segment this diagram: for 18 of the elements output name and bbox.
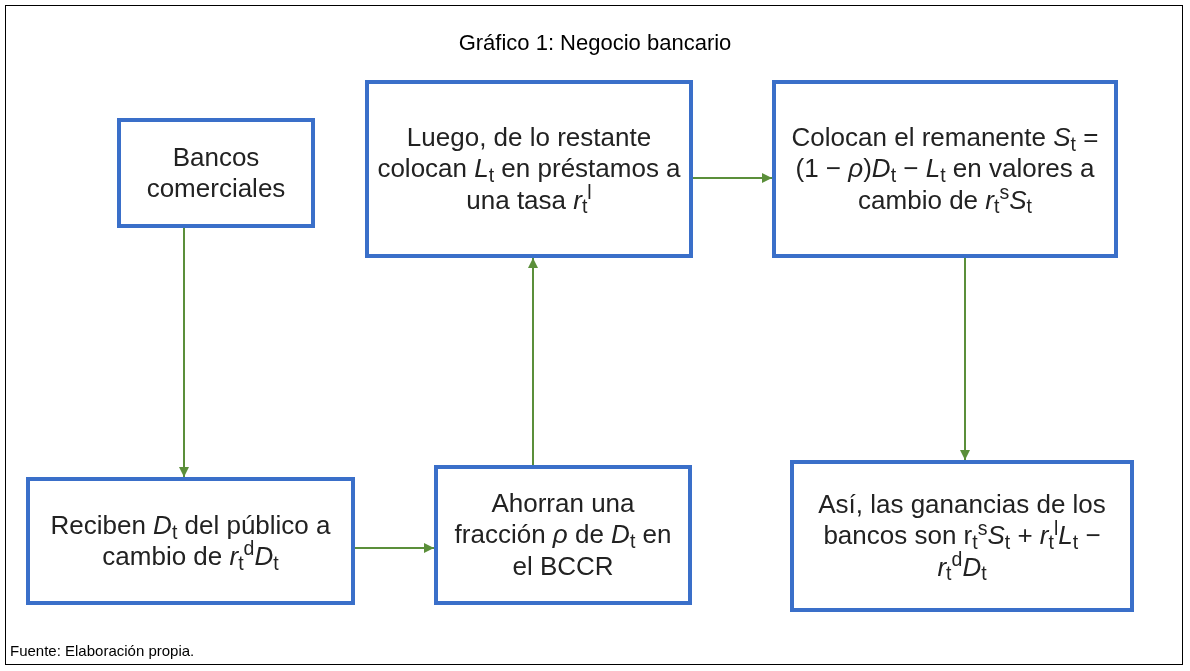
- process-box: [772, 80, 1118, 258]
- source-note: Fuente: Elaboración propia.: [10, 641, 195, 661]
- arrow: [528, 257, 538, 466]
- arrow: [354, 543, 435, 553]
- figure-title: Gráfico 1: Negocio bancario: [457, 29, 733, 57]
- box-text: Reciben D$_{t}$ del público a cambio de r$_{t}$$^{d}$D$_{t}$: [49, 509, 332, 573]
- process-box: [434, 465, 692, 605]
- arrow: [960, 257, 970, 461]
- process-box: [117, 118, 315, 228]
- box-text: Colocan el remanente S$_{t}$ = (1 − ρ)D$_{t}$ − L$_{t}$ en valores a cambio de r$_{t}$$^{s}$S$_{t}$: [790, 122, 1100, 216]
- arrow: [179, 227, 189, 478]
- process-box: [26, 477, 355, 605]
- box-text: Bancos comerciales: [145, 141, 287, 205]
- arrow: [692, 173, 773, 183]
- box-text: Así, las ganancias de los bancos son r$_{t}$$^{s}$S$_{t}$ + r$_{t}$$^{l}$L$_{t}$ − r$_{t}$$^{d}$D$_{t}$: [817, 489, 1107, 583]
- process-box: [790, 460, 1134, 612]
- process-box: [365, 80, 693, 258]
- box-text: Ahorran una fracción ρ de D$_{t}$ en el BCCR: [453, 488, 673, 582]
